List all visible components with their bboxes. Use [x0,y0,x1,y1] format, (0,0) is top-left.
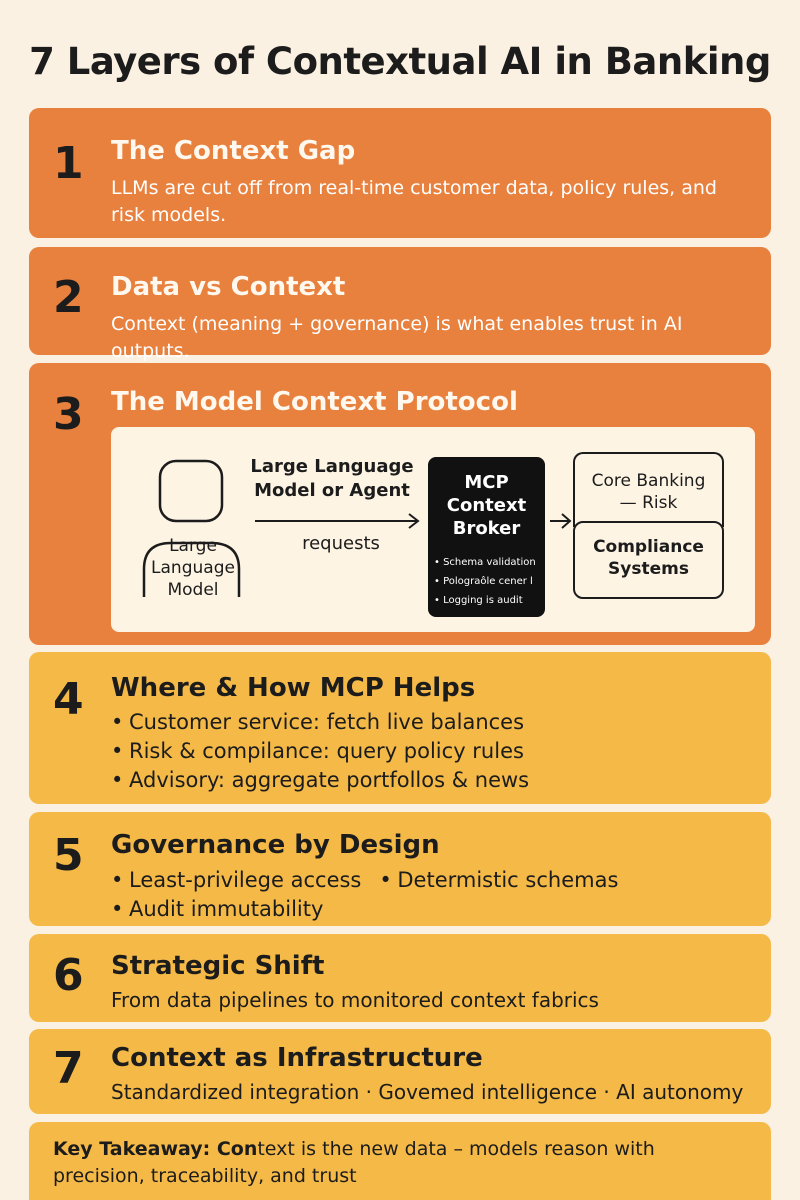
layer-heading: Strategic Shift [111,951,325,981]
mcp-broker-box: MCP Context Broker • Schema validation •… [428,457,545,617]
key-takeaway: Key Takeaway: Context is the new data – … [29,1122,771,1200]
layer-heading: The Context Gap [111,136,356,166]
list-item: •Risk & compilance: query policy rules [111,739,524,763]
broker-item: • Polograôle cener l [434,576,533,587]
broker-item: • Schema validation [434,557,536,568]
list-item: •Customer service: fetch live balances [111,710,525,734]
requests-label: requests [302,533,380,554]
user-icon [142,459,241,597]
core-banking-label: Core Banking — Risk [591,471,706,513]
arrow-right-icon [255,513,420,529]
layer-card-1: 1 The Context Gap LLMs are cut off from … [29,108,771,238]
broker-list: • Schema validation • Polograôle cener l… [434,553,536,610]
list-item: •Least-privilege access•Determistic sche… [111,868,619,892]
layer-heading: Context as Infrastructure [111,1043,483,1073]
layer-card-2: 2 Data vs Context Context (meaning + gov… [29,247,771,362]
layer-number: 2 [53,272,84,323]
bullet-list: •Customer service: fetch live balances •… [111,708,529,795]
takeaway-body: text is the new data – models reason wit… [53,1138,655,1187]
layer-number: 6 [53,950,84,1001]
layer-text: From data pipelines to monitored context… [111,988,599,1012]
layer-heading: Where & How MCP Helps [111,673,476,703]
broker-item: • Logging is audit [434,595,523,606]
layer-heading: Governance by Design [111,830,440,860]
agent-label: Large Language Model or Agent [250,456,414,501]
layer-card-4: 4 Where & How MCP Helps •Customer servic… [29,652,771,804]
layer-text: LLMs are cut off from real-time customer… [111,177,717,226]
layer-card-6: 6 Strategic Shift From data pipelines to… [29,934,771,1022]
layer-heading: Data vs Context [111,272,346,302]
layer-number: 4 [53,674,84,725]
core-banking-box: Core Banking — Risk [573,452,724,527]
layer-number: 3 [53,389,84,440]
compliance-box: Compliance Systems [573,521,724,599]
broker-title: MCP Context Broker [446,472,527,539]
mcp-diagram: Large Language Model Large Language Mode… [111,427,755,632]
bullet-list: •Least-privilege access•Determistic sche… [111,866,618,924]
takeaway-label-cont: Con [210,1138,258,1160]
layer-number: 1 [53,138,84,189]
user-label: Large Language Model [151,536,235,600]
takeaway-label: Key Takeaway: [53,1138,211,1160]
page-title: 7 Layers of Contextual AI in Banking [29,40,771,83]
layer-number: 5 [53,830,84,881]
layer-heading: The Model Context Protocol [111,387,518,417]
compliance-label: Compliance Systems [593,537,704,579]
layer-text: Standardized integration · Govemed intel… [111,1080,744,1104]
layer-card-3: 3 The Model Context Protocol Large Langu… [29,363,771,645]
layer-card-7: 7 Context as Infrastructure Standardized… [29,1029,771,1114]
layer-number: 7 [53,1043,84,1094]
layer-card-5: 5 Governance by Design •Least-privilege … [29,812,771,926]
list-item: •Audit immutability [111,897,324,921]
arrow-right-icon [550,513,572,529]
takeaway-text: Key Takeaway: Context is the new data – … [53,1136,747,1190]
layer-text: Context (meaning + governance) is what e… [111,313,683,362]
list-item: •Advisory: aggregate portfollos & news [111,768,530,792]
